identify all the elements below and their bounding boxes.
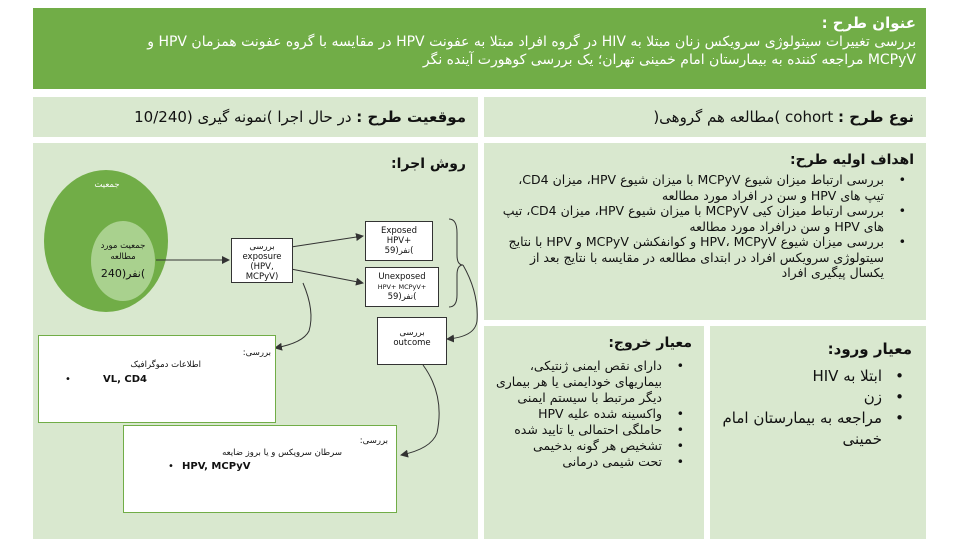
exit-criterion: تشخیص هر گونه بدخیمی [494, 438, 692, 454]
type-label: نوع طرح : [838, 108, 914, 126]
study-population-count: 240)نفر( [100, 267, 146, 280]
entry-heading: معیار ورود: [827, 340, 912, 358]
entry-criterion: مراجعه به بیمارستان امام خمینی [720, 408, 912, 450]
unexposed-node-line-1: Unexposed [378, 272, 426, 282]
exposure-node: بررسی exposure (HPV, MCPyV) [231, 238, 293, 283]
exposed-node-line-2: HPV+ [386, 236, 412, 246]
entry-criterion: ابتلا به HIV [720, 366, 912, 387]
population-label: جمعیت [94, 180, 120, 190]
exposure-node-line-2: exposure [242, 252, 282, 262]
exit-criterion: تحت شیمی درمانی [494, 454, 692, 470]
exposed-group-node: Exposed HPV+ 59)نفر( [365, 221, 433, 261]
outcome-node: بررسی outcome [377, 317, 447, 365]
title-heading: عنوان طرح : [821, 14, 916, 32]
study-population-label: جمعیت مورد مطالعه [100, 241, 146, 262]
goals-panel: اهداف اولیه طرح: بررسی ارتباط میزان شیوع… [484, 143, 926, 320]
entry-criteria-panel: معیار ورود: ابتلا به HIV زن مراجعه به بی… [710, 326, 926, 539]
demographic-box: بررسی: اطلاعات دموگرافیک • VL, CD4 [38, 335, 276, 423]
entry-criteria-list: ابتلا به HIV زن مراجعه به بیمارستان امام… [720, 366, 912, 450]
demographic-box-item: VL, CD4 [103, 374, 147, 385]
exposure-node-line-4: MCPyV) [245, 272, 279, 282]
exposure-node-line-3: (HPV, [250, 262, 274, 272]
cancer-box-item: HPV, MCPyV [182, 461, 251, 472]
exit-criterion: حاملگی احتمالی یا تایید شده [494, 422, 692, 438]
cancer-outcome-box: بررسی: سرطان سرویکس و یا بروز ضایعه • HP… [123, 425, 397, 513]
status-value: در حال اجرا )نمونه گیری (10/240 [134, 108, 352, 126]
goal-item: بررسی میزان شیوع HPV، MCPyV و کوانفکشن M… [496, 234, 914, 281]
demographic-bullet: • [65, 374, 71, 385]
unexposed-node-line-2: HPV+ MCPyV+ [377, 283, 427, 291]
goals-list: بررسی ارتباط میزان شیوع MCPyV با میزان ش… [496, 172, 914, 281]
exposed-node-line-1: Exposed [380, 226, 418, 236]
entry-criterion: زن [720, 387, 912, 408]
exit-criteria-panel: معیار خروج: دارای نقص ایمنی ژنتیکی، بیما… [484, 326, 704, 539]
method-heading: روش اجرا: [391, 156, 466, 172]
exposure-node-line-1: بررسی [249, 242, 275, 252]
project-status-panel: موقعیت طرح : در حال اجرا )نمونه گیری (10… [33, 97, 478, 137]
arrow-to-outcome [446, 264, 478, 343]
arrow-to-cancer-outcome [400, 364, 440, 458]
method-panel: روش اجرا: جمعیت جمعیت مورد مطالعه 240)نف… [33, 143, 478, 539]
arrow-to-demographics [274, 282, 312, 351]
title-banner: عنوان طرح : بررسی تغییرات سیتولوژی سرویک… [33, 8, 926, 89]
title-line-1: بررسی تغییرات سیتولوژی سرویکس زنان مبتلا… [147, 34, 916, 50]
goal-item: بررسی ارتباط میزان کیی MCPyV با میزان شی… [496, 203, 914, 234]
exit-criterion: دارای نقص ایمنی ژنتیکی، بیماریهای خودایم… [494, 358, 692, 406]
outcome-node-line-1: بررسی [399, 328, 425, 338]
status-label: موقعیت طرح : [356, 108, 466, 126]
cancer-bullet: • [168, 461, 174, 472]
arrow-to-exposed [290, 233, 364, 248]
unexposed-group-node: Unexposed HPV+ MCPyV+ 59)نفر( [365, 267, 439, 307]
arrow-to-unexposed [290, 268, 364, 286]
demographic-box-title: اطلاعات دموگرافیک [130, 360, 201, 370]
demographic-box-label: بررسی: [242, 348, 271, 358]
exit-heading: معیار خروج: [608, 335, 692, 351]
exposed-node-line-3: 59)نفر( [384, 246, 414, 256]
exit-criterion: واکسینه شده علیه HPV [494, 406, 692, 422]
exit-criteria-list: دارای نقص ایمنی ژنتیکی، بیماریهای خودایم… [494, 358, 692, 470]
goal-item: بررسی ارتباط میزان شیوع MCPyV با میزان ش… [496, 172, 914, 203]
cancer-box-title: سرطان سرویکس و یا بروز ضایعه [222, 448, 342, 458]
study-type-panel: نوع طرح : cohort )مطالعه هم گروهی( [484, 97, 926, 137]
study-population-circle [91, 221, 155, 301]
goals-heading: اهداف اولیه طرح: [790, 152, 914, 168]
flow-connectors [44, 170, 478, 458]
outcome-node-line-2: outcome [393, 338, 431, 348]
type-value: cohort )مطالعه هم گروهی( [653, 108, 834, 126]
group-brace [448, 218, 464, 308]
title-line-2: MCPyV مراجعه کننده به بیمارستان امام خمی… [422, 52, 916, 68]
unexposed-node-line-3: 59)نفر( [387, 292, 417, 302]
cancer-box-label: بررسی: [359, 436, 388, 446]
